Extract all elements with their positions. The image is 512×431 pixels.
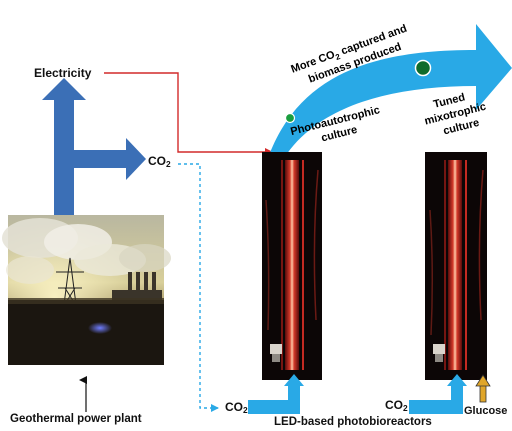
plant-output-arrow: [42, 78, 146, 215]
photobioreactor-photo-2: [425, 152, 487, 380]
co2-inlet-label-1: CO2: [225, 400, 248, 416]
progress-dot-small: [284, 112, 296, 124]
electricity-label: Electricity: [34, 66, 92, 80]
geothermal-plant-photo: [2, 215, 171, 365]
co2-dashed-line: [178, 163, 219, 412]
geothermal-power-plant-label: Geothermal power plant: [10, 413, 142, 425]
progress-dot-large: [414, 59, 432, 77]
glucose-arrow: [475, 374, 491, 403]
photobioreactor-photo-1: [262, 152, 322, 380]
co2-inlet-label-2: CO2: [385, 398, 408, 414]
led-photobioreactors-label: LED-based photobioreactors: [274, 416, 432, 428]
co2-output-label: CO2: [148, 154, 171, 170]
co2-inlet-arrow-1: [248, 374, 304, 414]
glucose-label: Glucose: [464, 405, 508, 417]
improvement-arrow: [268, 24, 512, 158]
electricity-line: [104, 72, 273, 156]
co2-inlet-arrow-2: [409, 374, 467, 414]
